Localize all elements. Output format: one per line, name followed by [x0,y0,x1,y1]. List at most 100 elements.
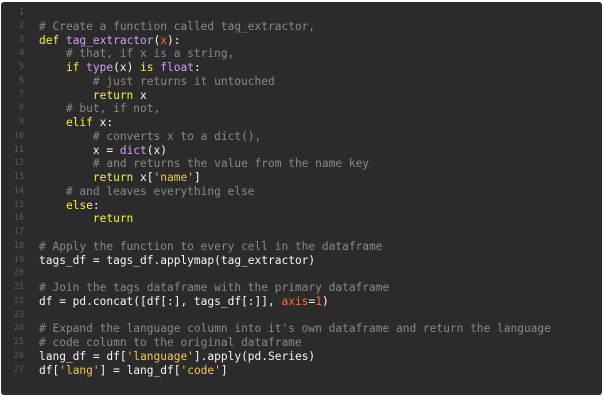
code-line[interactable]: 3 def tag_extractor(x): [1,34,602,48]
line-number: 17 [13,227,24,237]
code-token: # but, if not, [39,102,161,116]
line-number: 13 [13,172,24,182]
line-number: 23 [13,309,24,320]
code-line[interactable]: 23 [1,309,602,323]
code-text: # just returns it untouched [39,75,275,89]
code-token: df = pd.concat([df[:], tags_df[:]], [39,294,282,308]
code-token: : [92,198,100,212]
code-line[interactable]: 16 return [1,212,602,226]
code-text: return x['name'] [39,171,201,185]
code-text: # Join the tags dataframe with the prima… [39,281,389,295]
code-line[interactable]: 2 # Create a function called tag_extracto… [1,20,602,34]
code-line[interactable]: 5 if type(x) is float: [1,61,602,75]
code-text: # and returns the value from the name ke… [39,157,369,171]
code-line[interactable]: 20 [1,267,602,281]
line-number: 21 [13,282,24,292]
code-token: 'language' [126,349,194,363]
code-token: # Apply the function to every cell in th… [39,239,383,253]
code-token: ] [220,363,228,377]
code-line[interactable]: 9 elif x: [1,116,602,130]
line-number: 2 [18,20,24,31]
code-token: ) [321,294,329,308]
code-text: # Create a function called tag_extractor… [39,20,315,34]
code-line[interactable]: 13 return x['name'] [1,171,602,185]
code-text: def tag_extractor(x): [39,34,181,48]
code-text: else: [39,199,100,213]
code-token: x [160,33,168,47]
code-token: df[ [39,363,60,377]
code-token: # Join the tags dataframe with the prima… [39,281,390,294]
code-token: else [39,198,93,212]
code-token: tags_df = tags_df.applymap(tag_extractor… [39,253,316,267]
code-token: tag_extractor [65,33,154,47]
code-line[interactable]: 1 [1,6,602,20]
code-token: 'name' [153,171,194,184]
code-text: # converts x to a dict(), [39,130,261,144]
code-line[interactable]: 14 # and leaves everything else [1,185,602,199]
code-text: df['lang'] = lang_df['code'] [39,364,228,378]
code-line[interactable]: 7 return x [1,89,602,103]
code-token: # and leaves everything else [39,184,255,198]
code-token: ( [153,33,161,47]
line-number: 16 [13,213,24,224]
code-line[interactable]: 25# code column to the original datafram… [1,336,602,350]
code-token: x[ [140,171,154,184]
line-number: 26 [13,350,24,361]
code-token: # just returns it untouched [39,74,275,88]
code-line[interactable]: 4 # that, if x is a string, [1,47,602,61]
code-token: 'code' [180,363,221,377]
line-number: 9 [18,117,24,127]
line-number: 18 [13,240,24,251]
code-token: return [39,212,134,226]
code-line[interactable]: 12 # and returns the value from the name… [1,157,602,171]
line-number: 27 [13,364,24,375]
code-token: x: [99,116,114,129]
code-token: # Expand the language column into it's o… [39,322,551,336]
code-text: x = dict(x) [39,144,167,158]
code-token: return [39,171,141,184]
code-token: elif [39,116,100,129]
code-line[interactable]: 8 # but, if not, [1,102,602,116]
code-line[interactable]: 15 else: [1,199,602,213]
code-token: (x) [113,61,141,74]
code-token: # and returns the value from the name ke… [39,157,370,171]
code-line[interactable]: 10 # converts x to a dict(), [1,130,602,144]
code-line[interactable]: 26 lang_df = df['language'].apply(pd.Seri… [1,350,602,364]
code-line[interactable]: 21 # Join the tags dataframe with the pri… [1,281,602,295]
code-token: ): [167,33,181,47]
code-token: = [308,294,316,308]
line-number: 6 [18,75,24,86]
code-token: type [86,61,114,74]
line-number: 10 [13,130,24,141]
line-number: 22 [13,295,24,306]
code-line[interactable]: 24# Expand the language column into it's… [1,322,602,336]
code-text: # that, if x is a string, [39,47,234,61]
line-number: 5 [18,62,24,72]
line-number: 8 [18,103,24,114]
code-token: return [39,88,141,102]
code-token: : [193,61,201,74]
code-text: tags_df = tags_df.applymap(tag_extractor… [39,254,315,268]
code-text: return [39,212,133,226]
code-line[interactable]: 17 [1,226,602,240]
code-token: def [39,33,66,47]
code-token: ].apply(pd.Series) [193,349,316,363]
code-token: # that, if x is a string, [39,47,235,61]
code-token: lang_df = df[ [39,349,127,363]
line-number: 20 [13,268,24,279]
code-line[interactable]: 18 # Apply the function to every cell in … [1,240,602,254]
code-token: ] = lang_df[ [99,363,181,377]
line-number: 14 [13,185,24,196]
code-line[interactable]: 6 # just returns it untouched [1,75,602,89]
code-text: # Apply the function to every cell in th… [39,240,383,254]
code-line[interactable]: 11 x = dict(x) [1,144,602,158]
code-text: # code column to the original dataframe [39,336,302,350]
line-number: 3 [18,34,24,45]
code-text: # Expand the language column into it's o… [39,322,551,336]
line-number: 4 [18,48,24,59]
code-token: # code column to the original dataframe [39,336,302,349]
